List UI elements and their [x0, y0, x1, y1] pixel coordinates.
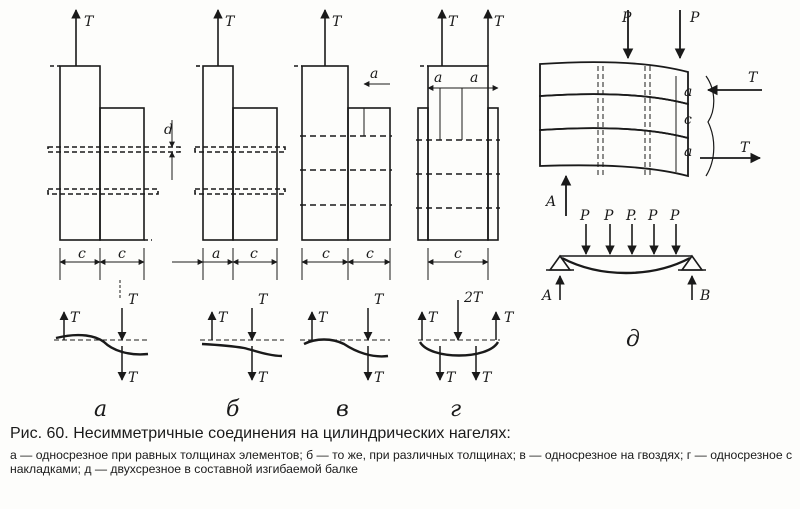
panel-d-joint	[416, 9, 500, 280]
panel-e-scheme-p3: P.	[625, 208, 637, 224]
panel-e-dim-c: c	[684, 112, 692, 128]
panel-d-diagram-t3: T	[446, 370, 457, 386]
panel-e-support-a: A	[540, 288, 552, 304]
panel-c-dim-a-label: a	[370, 66, 378, 82]
panel-c-diagram-t2: T	[374, 292, 385, 308]
caption-description: а — односрезное при равных толщинах элем…	[10, 448, 793, 476]
panel-a-dim-c1-label: c	[78, 246, 86, 262]
panel-a-force-top-label: T	[84, 14, 95, 30]
panel-c-diagram-t1: T	[318, 310, 329, 326]
panel-b-diagram-t3: T	[258, 370, 269, 386]
panel-b-joint	[172, 9, 286, 280]
panel-a-dim-c2-label: c	[118, 246, 126, 262]
panel-e-scheme-p4: P	[647, 208, 658, 224]
panel-c-diagram-t3: T	[374, 370, 385, 386]
panel-c-label: в	[336, 397, 349, 420]
panel-e-scheme-p1: P	[579, 208, 590, 224]
panel-e-force-t2: T	[740, 140, 751, 156]
panel-e-scheme-p2: P	[603, 208, 614, 224]
panel-e-force-t1: T	[748, 70, 759, 86]
panel-a-dim-d-label: d	[164, 122, 173, 138]
panel-e-dim-a2: a	[684, 144, 692, 160]
panel-e-support-a-top: A	[544, 194, 556, 210]
panel-c-dim-c2-label: c	[366, 246, 374, 262]
panel-c-joint	[294, 9, 392, 280]
panel-b-dim-c-label: c	[250, 246, 258, 262]
panel-b-label: б	[226, 397, 240, 420]
panel-a-joint	[47, 9, 181, 298]
panel-c-bending-diagram	[300, 308, 390, 381]
panel-d-dim-a1-label: a	[434, 70, 442, 86]
panel-c-dim-c1-label: c	[322, 246, 330, 262]
panel-d-dim-c-label: c	[454, 246, 462, 262]
panel-d-bending-diagram	[417, 300, 501, 381]
panel-b-bending-diagram	[200, 308, 284, 381]
panel-d-force-top-label-2: T	[494, 14, 505, 30]
panel-e-load-p1: P	[621, 10, 632, 26]
panel-d-diagram-2t: 2T	[463, 290, 484, 306]
panel-e-dim-a1: a	[684, 84, 692, 100]
panel-a-diagram-t1: T	[70, 310, 81, 326]
panel-b-diagram-t2: T	[258, 292, 269, 308]
panel-a-diagram-t3: T	[128, 370, 139, 386]
panel-a-diagram-t2: T	[128, 292, 139, 308]
panel-d-dim-a2-label: a	[470, 70, 478, 86]
panel-c-force-top-label: T	[332, 14, 343, 30]
panel-e-load-p2: P	[689, 10, 700, 26]
panel-e-beam-section	[539, 10, 762, 216]
panel-d-diagram-t1: T	[428, 310, 439, 326]
panel-e-label: д	[626, 327, 640, 352]
panel-d-diagram-t4: T	[482, 370, 493, 386]
panel-d-force-top-label-1: T	[448, 14, 459, 30]
panel-d-diagram-t2: T	[504, 310, 515, 326]
panel-e-support-b: B	[699, 288, 710, 304]
panel-b-diagram-t1: T	[218, 310, 229, 326]
panel-d-label: г	[450, 397, 461, 420]
panel-e-beam-scheme	[546, 224, 706, 300]
caption-title: Рис. 60. Несимметричные соединения на ци…	[10, 425, 511, 442]
panel-a-bending-diagram	[54, 308, 150, 381]
figure-caption: Рис. 60. Несимметричные соединения на ци…	[10, 424, 794, 476]
panel-b-force-top-label: T	[225, 14, 236, 30]
panel-a-label: а	[94, 397, 107, 420]
figure-drawing: T c c d T T T а T a c T T T б	[47, 9, 762, 422]
panel-b-dim-a-label: a	[212, 246, 220, 262]
panel-e-scheme-p5: P	[669, 208, 680, 224]
